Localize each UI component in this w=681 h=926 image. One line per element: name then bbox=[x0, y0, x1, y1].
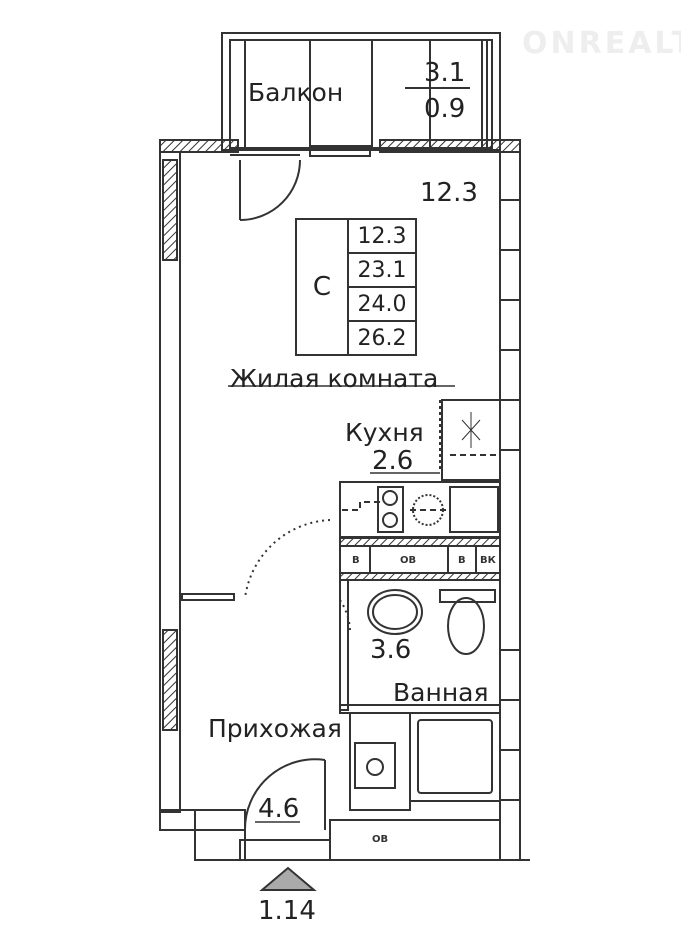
shaft-ov-bottom: ОВ bbox=[372, 834, 389, 845]
hallway-area: 4.6 bbox=[258, 794, 300, 824]
bathroom-area: 3.6 bbox=[370, 635, 412, 665]
living-area: 12.3 bbox=[420, 178, 478, 208]
balcony-area-reduced: 0.9 bbox=[424, 94, 466, 124]
entrance-door bbox=[243, 758, 326, 831]
shaft-vent: В bbox=[352, 555, 360, 566]
summary-value: 12.3 bbox=[349, 220, 415, 254]
balcony-name: Балкон bbox=[248, 78, 344, 107]
balcony-door bbox=[239, 159, 301, 221]
kitchen-label: Кухня bbox=[345, 418, 424, 447]
apartment-class: C bbox=[297, 220, 349, 354]
section-arrow-icon bbox=[259, 866, 317, 891]
shaft-ov: ОВ bbox=[400, 555, 417, 566]
kitchen-area: 2.6 bbox=[372, 446, 414, 476]
living-room-label: Жилая комната bbox=[230, 364, 439, 393]
summary-value: 23.1 bbox=[349, 254, 415, 288]
kitchen bbox=[339, 399, 501, 538]
hallway-label: Прихожая bbox=[208, 714, 342, 743]
summary-value: 26.2 bbox=[357, 325, 407, 351]
bathroom-label: Ванная bbox=[393, 678, 489, 707]
summary-value: 24.0 bbox=[349, 288, 415, 322]
bathroom bbox=[339, 579, 501, 811]
shaft-wall bbox=[339, 537, 501, 581]
shaft-vent: В bbox=[458, 555, 466, 566]
balcony-area: 3.1 bbox=[424, 58, 466, 88]
shaft-vk: ВК bbox=[480, 555, 496, 566]
summary-table: C 12.3 23.1 24.0 26.2 bbox=[295, 218, 417, 356]
watermark: ONREALT bbox=[522, 26, 681, 61]
balcony bbox=[221, 32, 501, 151]
bath-door-swing bbox=[244, 519, 331, 599]
section-mark: 1.14 bbox=[258, 896, 316, 926]
